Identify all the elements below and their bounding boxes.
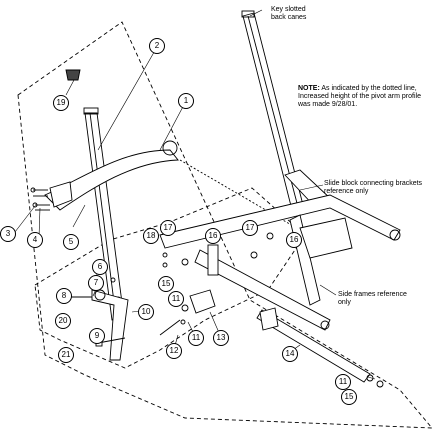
small-hardware — [159, 232, 274, 336]
callout-7: 7 — [88, 275, 104, 291]
callout-18: 18 — [143, 228, 159, 244]
bolt-set-left — [30, 187, 50, 211]
callout-17b: 17 — [242, 220, 258, 236]
callout-10: 10 — [138, 304, 154, 320]
callout-11b: 11 — [188, 330, 204, 346]
callout-3: 3 — [0, 226, 16, 242]
callout-8: 8 — [56, 288, 72, 304]
label-slide-block-brackets: Slide block connecting brackets referenc… — [324, 180, 423, 195]
callout-4: 4 — [27, 232, 43, 248]
callout-6: 6 — [92, 259, 108, 275]
callout-13: 13 — [213, 330, 229, 346]
side-frame — [159, 194, 401, 331]
backrest-knob — [162, 140, 178, 156]
lower-clamp — [259, 307, 279, 331]
callout-20: 20 — [55, 313, 71, 329]
label-side-frames: Side frames reference only — [338, 291, 407, 306]
pivot-arm — [91, 289, 129, 361]
pivot-bushing — [94, 289, 106, 301]
callout-19: 19 — [53, 95, 69, 111]
callout-1: 1 — [178, 93, 194, 109]
lower-frame-tube — [256, 309, 371, 383]
callout-16a: 16 — [205, 228, 221, 244]
callout-2: 2 — [149, 38, 165, 54]
note-heading: NOTE: — [298, 85, 320, 92]
label-key-slotted-back-canes: Key slotted back canes — [271, 6, 307, 21]
callout-15a: 15 — [158, 276, 174, 292]
callout-16b: 16 — [286, 232, 302, 248]
arm-bolt — [97, 337, 126, 344]
callout-17a: 17 — [160, 220, 176, 236]
callout-14: 14 — [282, 346, 298, 362]
connecting-brackets — [299, 217, 353, 259]
back-bracket — [49, 181, 73, 208]
callout-12: 12 — [166, 343, 182, 359]
backrest-tube — [44, 149, 179, 211]
assembly-boundary-dashed — [17, 21, 434, 429]
handle-cap — [65, 69, 81, 81]
callout-21: 21 — [58, 347, 74, 363]
note-text: NOTE: As indicated by the dotted line, I… — [298, 85, 430, 109]
callout-11a: 11 — [168, 291, 184, 307]
callout-9: 9 — [89, 328, 105, 344]
callout-15b: 15 — [341, 389, 357, 405]
slide-block — [189, 289, 216, 314]
callout-5: 5 — [63, 234, 79, 250]
leader-lines — [14, 9, 376, 380]
callout-11c: 11 — [335, 374, 351, 390]
note-body: As indicated by the dotted line, Increas… — [298, 85, 421, 108]
